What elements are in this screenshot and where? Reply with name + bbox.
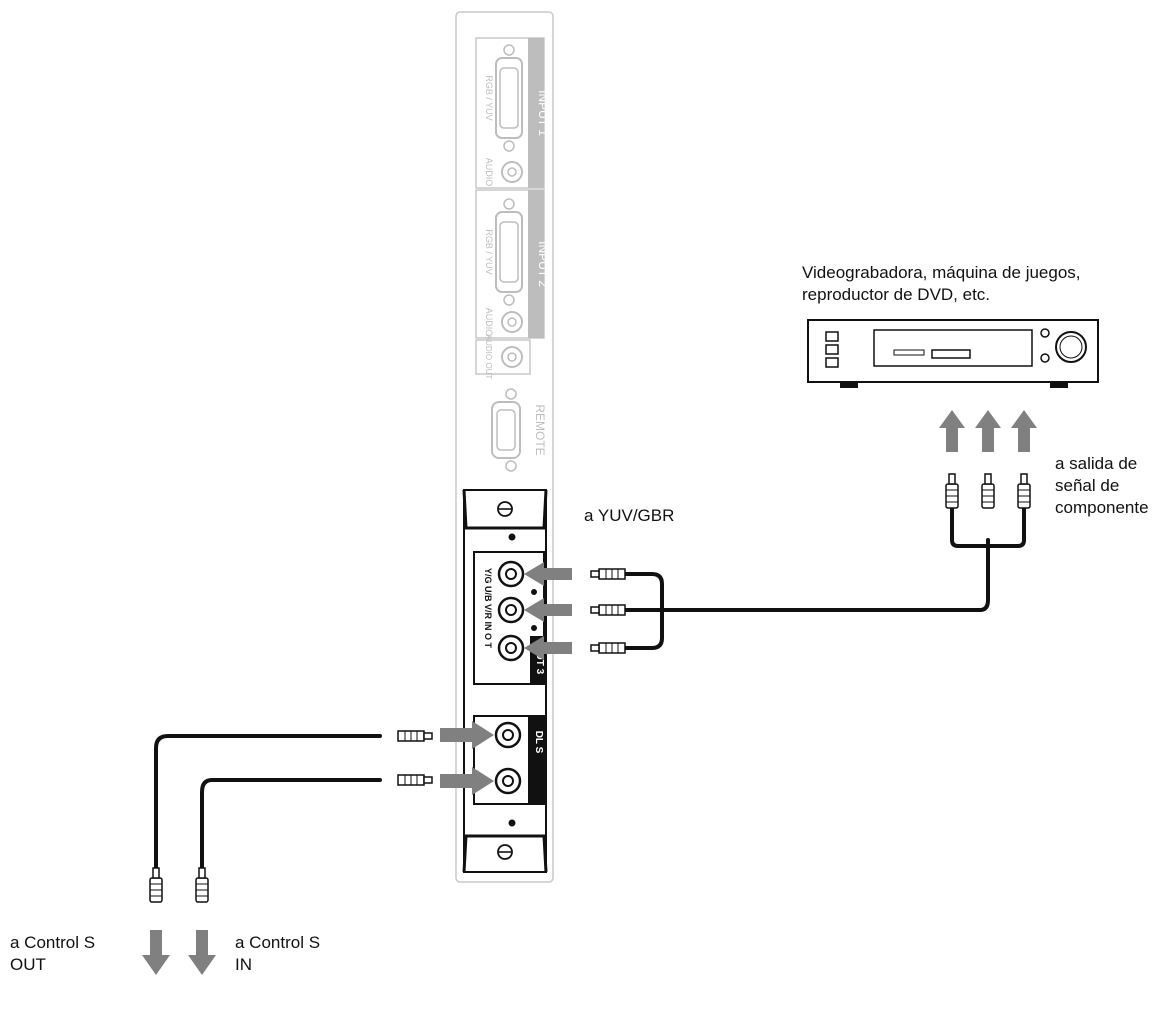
control-s-in-jack[interactable] xyxy=(494,767,522,795)
control-s-out-label: a Control S OUT xyxy=(10,933,96,974)
device-caption-line2: reproductor de DVD, etc. xyxy=(802,285,991,304)
arrow-down-icon xyxy=(142,930,170,975)
audio-label-1: AUDIO xyxy=(484,158,494,187)
input3-tab: PUT 3 xyxy=(534,646,545,675)
arrow-up-icon xyxy=(1011,410,1037,452)
control-s-plugs xyxy=(149,730,433,903)
remote-label: REMOTE xyxy=(533,404,547,455)
input3-label: Y/G U/B V/R IN O T xyxy=(483,568,493,649)
rgb-yuv-port-2[interactable] xyxy=(495,198,523,306)
input2-label: INPUT 2 xyxy=(536,241,550,287)
input3-y-jack[interactable] xyxy=(497,560,525,588)
audio-out-label: AUDIO OUT xyxy=(484,335,493,380)
input1-label: INPUT 1 xyxy=(536,90,550,136)
arrow-left-icon xyxy=(524,562,572,586)
yuv-gbr-label: a YUV/GBR xyxy=(584,506,675,525)
rgb-yuv-label-1: RGB / YUV xyxy=(484,75,494,120)
rgb-yuv-port-1[interactable] xyxy=(495,44,523,152)
audio-label-2: AUDIO xyxy=(484,308,494,337)
device-caption-line1: Videograbadora, máquina de juegos, xyxy=(802,263,1081,282)
control-s-cables xyxy=(154,734,382,874)
arrow-up-icon xyxy=(939,410,965,452)
control-s-group: DL S xyxy=(473,715,545,805)
input3-u-jack[interactable] xyxy=(497,596,525,624)
control-s-tab: DL S xyxy=(533,731,544,754)
device-input-arrows xyxy=(939,410,1037,452)
control-s-arrows xyxy=(142,721,494,975)
arrow-right-icon xyxy=(440,721,494,749)
arrow-down-icon xyxy=(188,930,216,975)
arrow-up-icon xyxy=(975,410,1001,452)
control-s-out-jack[interactable] xyxy=(494,721,522,749)
audio-port-1[interactable] xyxy=(501,161,523,183)
arrow-left-icon xyxy=(524,636,572,660)
audio-port-2[interactable] xyxy=(501,311,523,333)
remote-port[interactable] xyxy=(491,388,521,472)
audio-out-group: AUDIO OUT xyxy=(475,335,531,380)
remote-group: REMOTE xyxy=(491,388,547,472)
rgb-yuv-label-2: RGB / YUV xyxy=(484,229,494,274)
component-out-label: a salida de señal de componente xyxy=(1055,454,1149,517)
input1-group: INPUT 1 RGB / YUV AUDIO xyxy=(475,37,550,189)
arrow-left-icon xyxy=(524,598,572,622)
input3-v-jack[interactable] xyxy=(497,634,525,662)
component-plugs xyxy=(590,473,1031,654)
video-device xyxy=(807,319,1099,388)
input2-group: INPUT 2 RGB / YUV AUDIO xyxy=(475,189,550,339)
control-s-in-label: a Control S IN xyxy=(235,933,321,974)
arrow-right-icon xyxy=(440,767,494,795)
audio-out-port[interactable] xyxy=(501,346,523,368)
component-cable xyxy=(623,506,1026,650)
component-input-arrows xyxy=(524,562,572,660)
